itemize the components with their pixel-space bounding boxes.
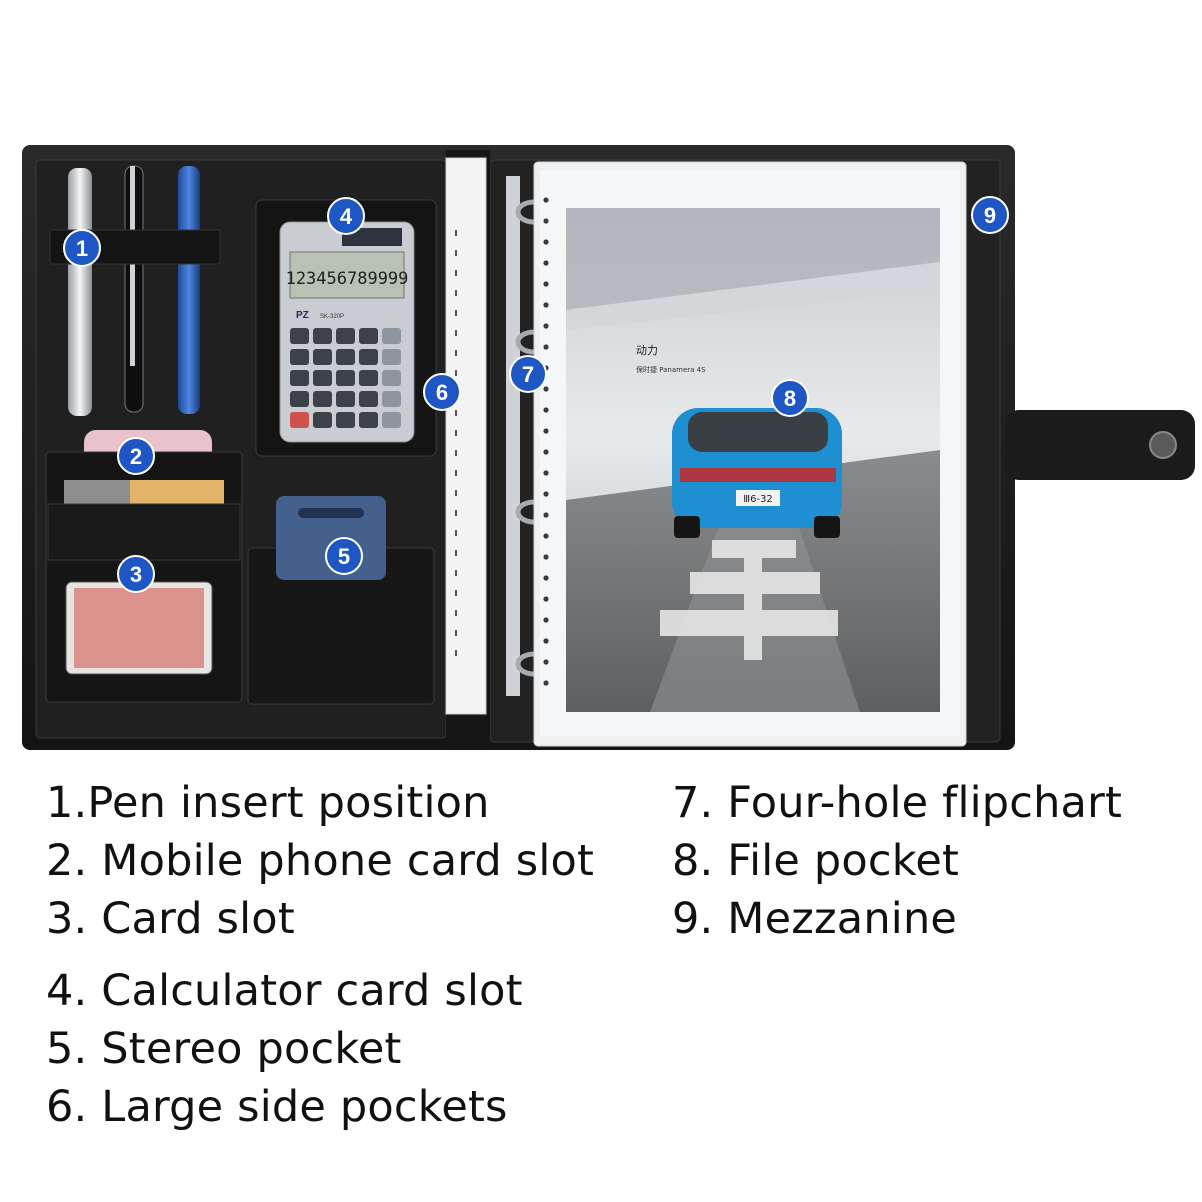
calculator-key — [359, 370, 378, 386]
calculator-key — [359, 391, 378, 407]
punch-hole — [543, 659, 549, 665]
calculator-brand: PZ — [296, 310, 309, 321]
calculator-key — [313, 370, 332, 386]
calculator-display: 123456789999 — [286, 269, 409, 289]
calculator-key — [290, 391, 309, 407]
calculator-key — [290, 412, 309, 428]
file-pocket: 动力 保时捷 Panamera 4S Ⅲ6-32 — [533, 161, 967, 747]
callout-badge-7: 7 — [509, 355, 547, 393]
callout-number: 5 — [338, 544, 350, 569]
punch-hole — [543, 302, 549, 308]
callout-badge-2: 2 — [117, 437, 155, 475]
punch-hole — [543, 470, 549, 476]
legend-left: 1.Pen insert position 2. Mobile phone ca… — [46, 774, 594, 1136]
calculator-key — [382, 412, 401, 428]
blue-car: Ⅲ6-32 — [672, 408, 842, 538]
calculator-key — [313, 412, 332, 428]
punch-hole — [543, 428, 549, 434]
punch-hole — [543, 596, 549, 602]
callout-number: 3 — [130, 562, 142, 587]
calculator-key — [336, 391, 355, 407]
calculator-key — [336, 328, 355, 344]
punch-hole — [543, 386, 549, 392]
callout-badge-3: 3 — [117, 555, 155, 593]
legend-item-2: 2. Mobile phone card slot — [46, 836, 595, 886]
snap-button — [1149, 431, 1177, 459]
callout-badges: 1 2 3 4 5 6 7 8 9 — [63, 196, 1009, 593]
punch-hole — [543, 491, 549, 497]
poster-subheading: 保时捷 Panamera 4S — [636, 365, 706, 374]
calculator-key — [313, 328, 332, 344]
punch-hole — [543, 239, 549, 245]
callout-number: 6 — [436, 380, 448, 405]
legend-item-7: 7. Four-hole flipchart — [672, 778, 1123, 828]
pens — [49, 165, 221, 416]
punch-hole — [543, 218, 549, 224]
legend-item-4: 4. Calculator card slot — [46, 966, 523, 1016]
callout-number: 2 — [130, 444, 142, 469]
punch-hole — [543, 680, 549, 686]
legend-right: 7. Four-hole flipchart 8. File pocket 9.… — [672, 774, 1122, 948]
calculator: 123456789999 PZ SK-320P — [255, 199, 437, 457]
callout-badge-5: 5 — [325, 537, 363, 575]
calculator-key — [290, 370, 309, 386]
legend-item-9: 9. Mezzanine — [672, 894, 958, 944]
calculator-key — [382, 370, 401, 386]
punch-hole — [543, 260, 549, 266]
calculator-key — [359, 412, 378, 428]
punch-hole — [543, 554, 549, 560]
callout-number: 8 — [784, 386, 796, 411]
punch-hole — [543, 575, 549, 581]
punch-hole — [543, 533, 549, 539]
legend-item-8: 8. File pocket — [672, 836, 960, 886]
calculator-key — [313, 391, 332, 407]
calculator-key — [336, 412, 355, 428]
punch-hole — [543, 323, 549, 329]
poster-heading: 动力 — [636, 344, 658, 357]
calculator-key — [336, 349, 355, 365]
car-plate: Ⅲ6-32 — [743, 494, 773, 505]
legend-item-5: 5. Stereo pocket — [46, 1024, 402, 1074]
legend-item-3: 3. Card slot — [46, 894, 295, 944]
punch-hole — [543, 281, 549, 287]
punch-hole — [543, 638, 549, 644]
calculator-key — [336, 370, 355, 386]
calculator-key — [313, 349, 332, 365]
punch-hole — [543, 512, 549, 518]
calculator-key — [290, 349, 309, 365]
calculator-key — [359, 328, 378, 344]
callout-badge-8: 8 — [771, 379, 809, 417]
calculator-key — [290, 328, 309, 344]
callout-number: 7 — [522, 362, 534, 387]
side-pocket — [445, 157, 487, 715]
callout-badge-9: 9 — [971, 196, 1009, 234]
callout-badge-1: 1 — [63, 229, 101, 267]
calculator-keys — [290, 328, 401, 428]
calculator-model: SK-320P — [320, 314, 344, 320]
calculator-key — [382, 391, 401, 407]
portfolio-photo: 123456789999 PZ SK-320P 动力 保时捷 Panamera … — [22, 145, 1195, 750]
callout-number: 9 — [984, 203, 996, 228]
legend-item-1: 1.Pen insert position — [46, 778, 490, 828]
strap-closure — [1005, 410, 1195, 480]
calculator-key — [382, 328, 401, 344]
calculator-key — [382, 349, 401, 365]
callout-number: 4 — [340, 204, 353, 229]
callout-badge-6: 6 — [423, 373, 461, 411]
legend-item-6: 6. Large side pockets — [46, 1082, 508, 1132]
punch-hole — [543, 197, 549, 203]
punch-hole — [543, 344, 549, 350]
calculator-key — [359, 349, 378, 365]
punch-hole — [543, 407, 549, 413]
callout-number: 1 — [76, 236, 88, 261]
road-markings — [660, 540, 838, 660]
punch-hole — [543, 449, 549, 455]
punch-hole — [543, 617, 549, 623]
callout-badge-4: 4 — [327, 197, 365, 235]
